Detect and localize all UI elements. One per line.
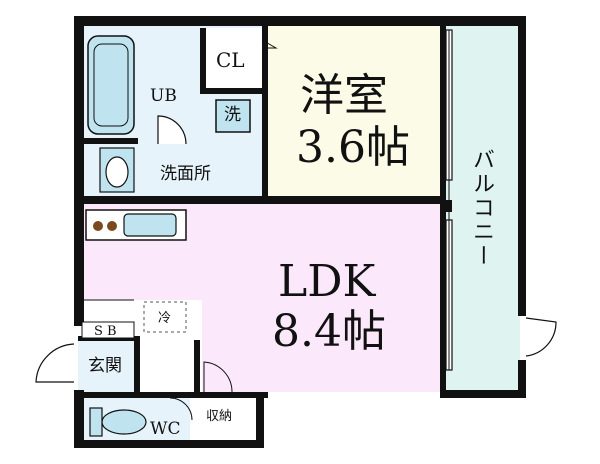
burner-2 <box>107 221 117 231</box>
fridge-label: 冷 <box>158 311 172 326</box>
toilet-bowl <box>101 409 147 435</box>
bathtub <box>87 35 135 135</box>
storage-door <box>203 361 233 396</box>
balcony-fill <box>444 20 520 390</box>
burner-1 <box>93 221 103 231</box>
entry-hall-fill <box>78 340 136 392</box>
laundry-pan <box>215 99 251 133</box>
western-room-fill <box>266 20 444 200</box>
storage-fill <box>198 396 252 440</box>
toilet-label: WC <box>150 419 181 439</box>
bathtub-inner <box>93 43 129 127</box>
entrance-label: 玄関 <box>88 356 122 376</box>
fridge-space <box>143 301 187 333</box>
balcony-exit-door <box>525 317 557 357</box>
unit-bath-label: UB <box>150 86 177 106</box>
ub-door <box>157 115 187 145</box>
kitchen-sink <box>123 213 177 237</box>
western-room-size: 3.6帖 <box>296 122 410 173</box>
entrance-door <box>35 343 75 383</box>
toilet-tank <box>89 407 103 437</box>
closet-door <box>261 39 278 49</box>
storage-label: 収納 <box>206 409 233 424</box>
shoe-box-label: S B <box>94 324 117 339</box>
laundry-label: 洗 <box>224 105 241 125</box>
western-room-name: 洋室 <box>300 70 388 121</box>
washroom-label: 洗面所 <box>160 164 211 184</box>
shoe-box <box>81 321 135 339</box>
closet-fill <box>204 28 262 88</box>
closet-label: CL <box>216 48 245 72</box>
ldk-name: LDK <box>278 256 376 307</box>
ldk-size: 8.4帖 <box>272 306 386 357</box>
outer-walls <box>74 16 526 448</box>
wc-door <box>169 397 193 421</box>
balcony-label: バルコニー <box>469 148 494 268</box>
wash-basin <box>105 156 129 188</box>
